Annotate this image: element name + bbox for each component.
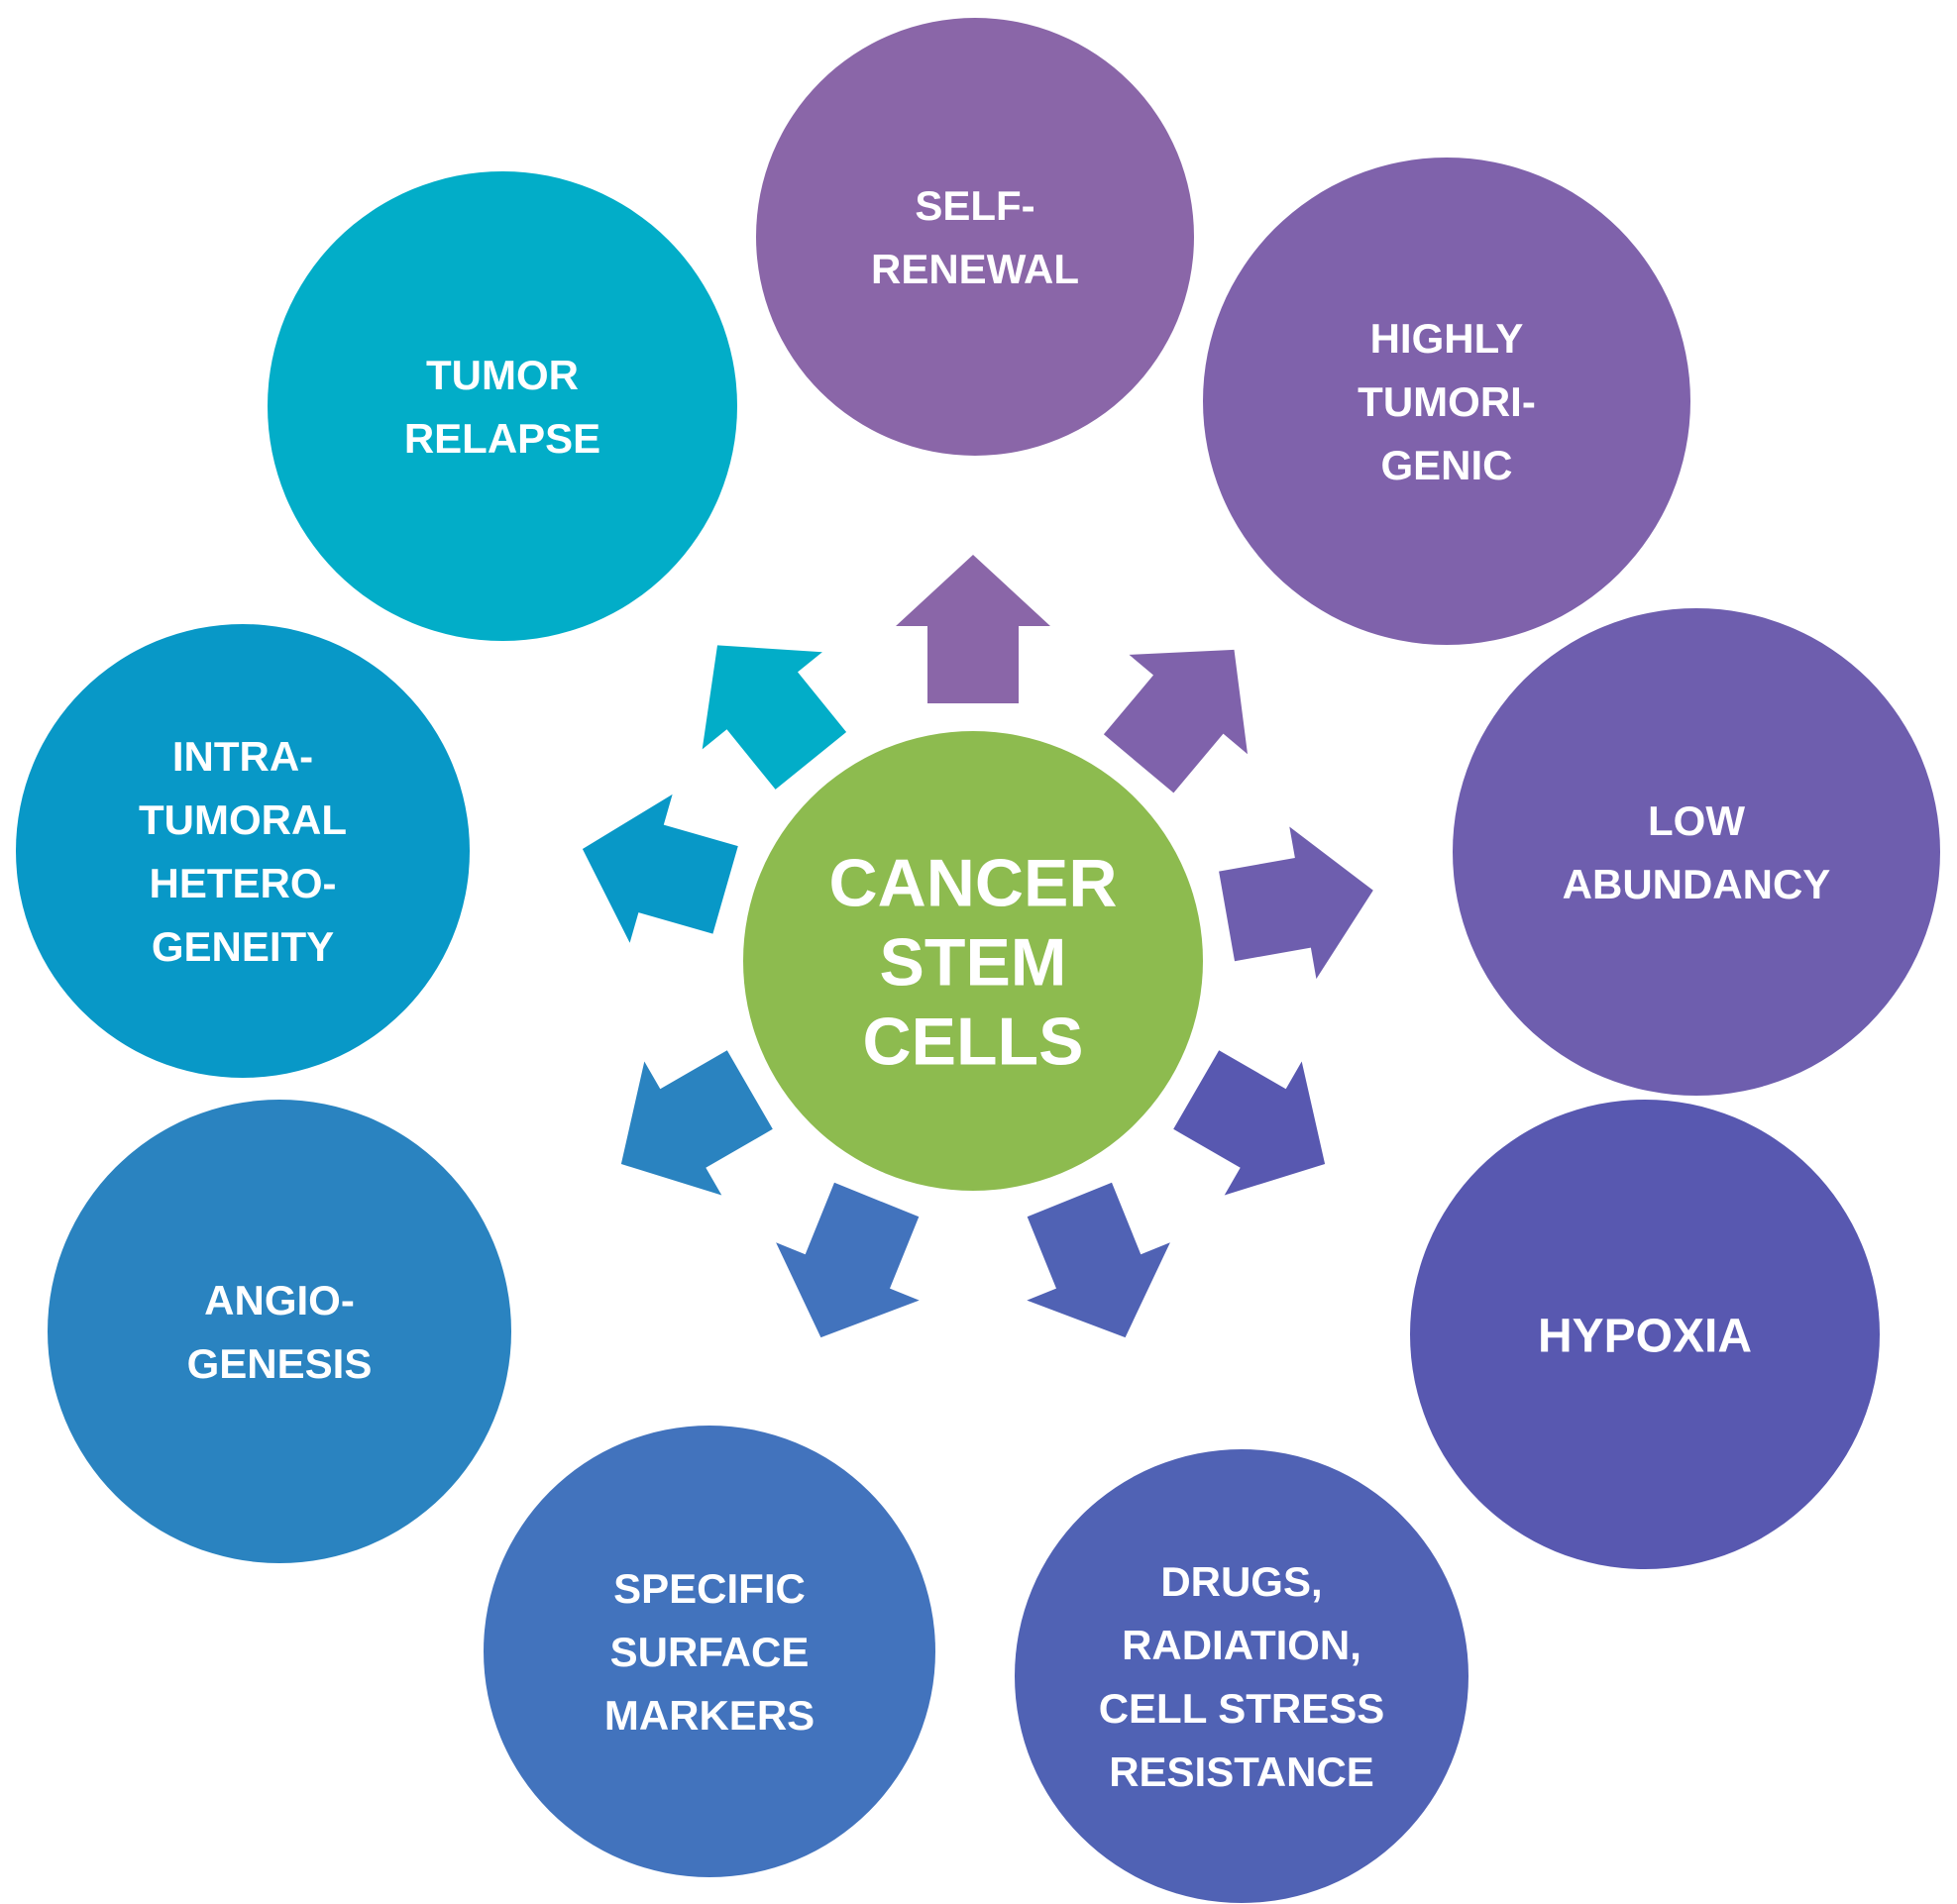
node-specific-surface-markers-label-line: SURFACE (610, 1629, 810, 1675)
arrow-to-intratumoral-heterogeneity (582, 793, 738, 943)
node-intratumoral-heterogeneity-circle (16, 624, 470, 1078)
center-node-label-line: STEM (880, 924, 1067, 1000)
node-intratumoral-heterogeneity-label-line: INTRA- (172, 733, 313, 780)
node-angiogenesis: ANGIO- GENESIS (48, 1100, 511, 1563)
node-low-abundancy-label-line: ABUNDANCY (1563, 861, 1831, 907)
node-drugs-radiation-resistance-label-line: CELL STRESS (1099, 1685, 1385, 1732)
node-intratumoral-heterogeneity: INTRA- TUMORAL HETERO- GENEITY (16, 624, 470, 1078)
node-tumor-relapse-label-line: RELAPSE (404, 415, 600, 462)
node-angiogenesis-circle (48, 1100, 511, 1563)
node-highly-tumorigenic-label-line: HIGHLY (1370, 315, 1524, 362)
node-specific-surface-markers-circle (484, 1426, 935, 1877)
node-hypoxia-circle (1410, 1100, 1880, 1569)
node-highly-tumorigenic-circle (1203, 158, 1690, 645)
node-low-abundancy-label-line: LOW (1648, 797, 1745, 844)
node-low-abundancy: LOW ABUNDANCY (1453, 608, 1940, 1096)
arrow-to-hypoxia (1173, 1050, 1326, 1196)
node-low-abundancy-circle (1453, 608, 1940, 1096)
node-self-renewal-circle (756, 18, 1194, 456)
node-drugs-radiation-resistance-label-line: DRUGS, (1160, 1558, 1322, 1605)
arrow-to-self-renewal (896, 555, 1050, 703)
arrow-to-specific-surface-markers (776, 1182, 920, 1338)
node-highly-tumorigenic-label-line: GENIC (1380, 442, 1512, 488)
node-intratumoral-heterogeneity-label-line: TUMORAL (139, 796, 347, 843)
node-specific-surface-markers-label-line: SPECIFIC (613, 1565, 806, 1612)
node-highly-tumorigenic-label-line: TUMORI- (1358, 378, 1536, 425)
node-tumor-relapse: TUMOR RELAPSE (268, 171, 737, 641)
node-hypoxia: HYPOXIA (1410, 1100, 1880, 1569)
node-specific-surface-markers-label-line: MARKERS (604, 1692, 815, 1739)
center-node-label-line: CANCER (829, 845, 1118, 920)
node-self-renewal-label-line: SELF- (915, 182, 1034, 229)
node-self-renewal-label-line: RENEWAL (871, 246, 1079, 292)
node-drugs-radiation-resistance-label-line: RESISTANCE (1109, 1748, 1374, 1795)
arrow-to-tumor-relapse (702, 645, 847, 790)
node-hypoxia-label-line: HYPOXIA (1538, 1310, 1752, 1362)
center-node-circle (743, 731, 1203, 1191)
node-self-renewal: SELF- RENEWAL (756, 18, 1194, 456)
arrow-to-angiogenesis (620, 1050, 773, 1196)
node-specific-surface-markers: SPECIFIC SURFACE MARKERS (484, 1426, 935, 1877)
center-node-label-line: CELLS (863, 1004, 1084, 1079)
node-drugs-radiation-resistance-circle (1015, 1449, 1468, 1903)
node-intratumoral-heterogeneity-label-line: HETERO- (150, 860, 337, 906)
node-intratumoral-heterogeneity-label-line: GENEITY (152, 923, 334, 970)
arrow-to-drugs-radiation-resistance (1027, 1182, 1170, 1338)
arrow-to-low-abundancy (1219, 826, 1373, 980)
node-tumor-relapse-label-line: TUMOR (426, 352, 579, 398)
node-highly-tumorigenic: HIGHLY TUMORI- GENIC (1203, 158, 1690, 645)
node-angiogenesis-label-line: GENESIS (187, 1340, 373, 1387)
node-drugs-radiation-resistance: DRUGS, RADIATION, CELL STRESS RESISTANCE (1015, 1449, 1468, 1903)
node-tumor-relapse-circle (268, 171, 737, 641)
node-drugs-radiation-resistance-label-line: RADIATION, (1122, 1622, 1361, 1668)
node-angiogenesis-label-line: ANGIO- (204, 1277, 355, 1323)
arrow-to-highly-tumorigenic (1103, 649, 1248, 793)
